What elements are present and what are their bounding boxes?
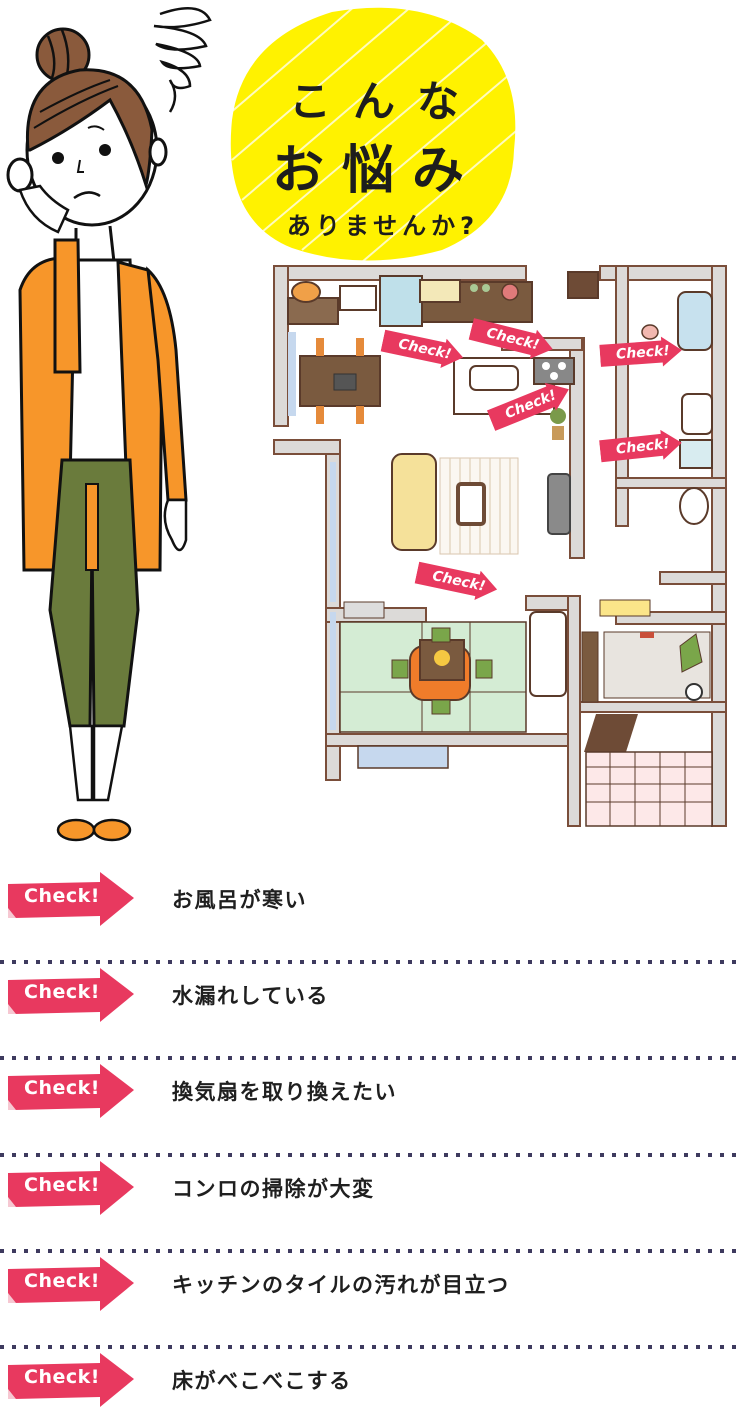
headline-line-3: ありませんか? — [286, 212, 480, 240]
check-badge-label: Check! — [24, 1365, 100, 1388]
check-arrow-icon — [380, 329, 464, 369]
check-arrow-icon — [486, 382, 569, 431]
floorplan-check-badge-bath: Check! — [599, 335, 683, 371]
check-arrow-icon — [8, 1256, 134, 1311]
checklist-item-text: コンロの掃除が大変 — [172, 1176, 375, 1201]
check-badge-label: Check! — [24, 1173, 100, 1196]
check-badge: Check! — [6, 968, 136, 1024]
hero-section: こんな お悩み ありませんか? — [6, 0, 732, 842]
checklist-item-text: 水漏れしている — [172, 984, 329, 1009]
check-arrow-icon — [599, 429, 682, 463]
check-arrow-icon — [8, 872, 134, 926]
checklist-item: Check! 換気扇を取り換えたい — [0, 1060, 738, 1157]
check-badge-label: Check! — [24, 981, 100, 1004]
check-badge-label: Check! — [24, 1269, 100, 1292]
check-arrow-icon — [8, 1064, 134, 1119]
floorplan-illustration: Check! Check! Check! Check! Check! — [270, 262, 732, 840]
check-badge: Check! — [6, 1352, 136, 1409]
checklist-item-text: 床がべこべこする — [172, 1368, 352, 1393]
yellow-highlight-shape — [222, 0, 522, 263]
check-badge-label: Check! — [24, 1077, 100, 1100]
check-label: Check! — [615, 343, 671, 363]
dotted-divider — [0, 1152, 738, 1157]
floorplan-check-badge-stove: Check! — [468, 314, 557, 363]
checklist-item: Check! お風呂が寒い — [0, 868, 738, 965]
dotted-divider — [0, 1344, 738, 1349]
checklist-item: Check! 床がべこべこする — [0, 1349, 738, 1422]
checklist-item: Check! キッチンのタイルの汚れが目立つ — [0, 1253, 738, 1349]
headline-line-1: こんな — [288, 77, 481, 126]
checklist-item-text: キッチンのタイルの汚れが目立つ — [172, 1272, 510, 1297]
check-arrow-icon — [468, 318, 553, 359]
headline-block: こんな お悩み ありませんか? — [222, 0, 522, 265]
check-badge: Check! — [6, 1160, 136, 1217]
floorplan-check-badge-floor: Check! — [414, 558, 500, 604]
check-arrow-icon — [599, 336, 682, 367]
checklist-item: Check! 水漏れしている — [0, 964, 738, 1061]
dotted-divider — [0, 960, 738, 965]
floorplan-drawing — [273, 265, 727, 827]
worried-woman-illustration — [6, 27, 188, 842]
worry-scribble-icon — [153, 7, 212, 113]
floorplan-check-badge-kitchen: Check! — [380, 326, 466, 372]
check-badge: Check! — [6, 1256, 136, 1313]
dotted-divider — [0, 1248, 738, 1253]
check-badge-label: Check! — [24, 885, 100, 907]
checklist-item: Check! コンロの掃除が大変 — [0, 1157, 738, 1253]
checklist-item-text: お風呂が寒い — [172, 888, 307, 912]
headline-line-2: お悩み — [271, 141, 482, 201]
check-arrow-icon — [8, 1160, 134, 1215]
floorplan-check-badge-washroom: Check! — [599, 428, 684, 466]
dotted-divider — [0, 1056, 738, 1061]
check-badge: Check! — [6, 872, 136, 928]
checklist-item-text: 換気扇を取り換えたい — [172, 1080, 397, 1105]
check-arrow-icon — [8, 968, 134, 1023]
check-badge: Check! — [6, 1064, 136, 1120]
check-arrow-icon — [414, 561, 498, 601]
check-arrow-icon — [8, 1352, 134, 1407]
floorplan-check-badge-tile: Check! — [485, 375, 574, 434]
concern-checklist: Check! お風呂が寒い Check! 水漏れしている Check! 換気扇を… — [0, 868, 738, 1422]
